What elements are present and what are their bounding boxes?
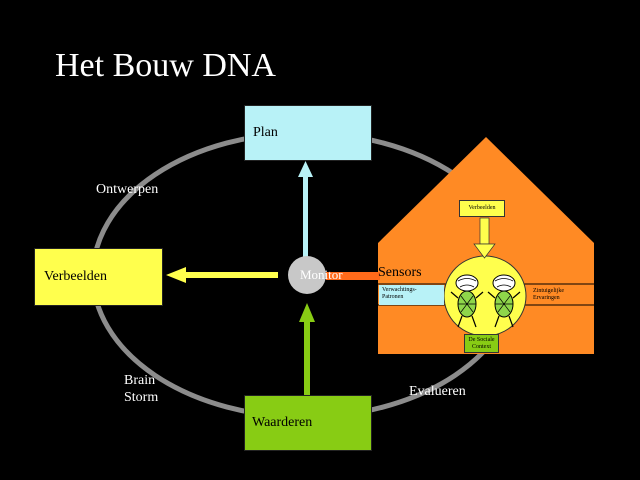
evalueren-label: Evalueren xyxy=(409,384,466,399)
zintuigelijke-label-2: Ervaringen xyxy=(533,295,560,301)
arrow-to-verbeelden-shaft xyxy=(184,272,278,278)
arrow-to-plan-shaft xyxy=(303,176,308,262)
figure-left-icon xyxy=(450,274,484,328)
sociale-label-2: Context xyxy=(472,344,491,350)
arrow-from-sensors xyxy=(326,272,380,280)
house-verbeelden-box: Verbeelden xyxy=(459,200,505,217)
arrow-to-plan-head xyxy=(298,161,313,177)
zintuigelijke-label-1: Zintuigelijke xyxy=(533,288,564,294)
plan-box: Plan xyxy=(244,105,372,161)
slide-title: Het Bouw DNA xyxy=(55,47,276,84)
sociale-context-box: De Sociale Context xyxy=(464,334,499,353)
monitor-circle xyxy=(288,256,326,294)
monitor-label: Monitor xyxy=(300,267,343,282)
verbeelden-box: Verbeelden xyxy=(34,248,163,306)
waarderen-box: Waarderen xyxy=(244,395,372,451)
verbeelden-down-arrow-head xyxy=(473,243,496,259)
sociale-label-1: De Sociale xyxy=(468,337,495,343)
zintuigelijke-text: Zintuigelijke Ervaringen xyxy=(533,288,591,302)
sensors-label: Sensors xyxy=(378,265,422,280)
ontwerpen-label: Ontwerpen xyxy=(96,182,159,197)
house-roof xyxy=(378,137,594,243)
brain-label: Brain xyxy=(124,373,156,388)
verwachtings-label-2: Patronen xyxy=(382,294,404,300)
waarderen-label: Waarderen xyxy=(252,415,313,430)
verwachtings-box: Verwachtings- Patronen xyxy=(379,285,444,305)
plan-label: Plan xyxy=(253,125,278,140)
arrow-to-verbeelden-head xyxy=(166,267,186,283)
house-verbeelden-label: Verbeelden xyxy=(468,205,496,211)
figure-right-icon xyxy=(487,274,521,328)
arrow-from-waarderen-shaft xyxy=(304,320,310,395)
verbeelden-label: Verbeelden xyxy=(44,269,107,284)
storm-label: Storm xyxy=(124,390,159,405)
arrow-from-waarderen-head xyxy=(299,303,315,322)
verwachtings-label-1: Verwachtings- xyxy=(382,287,417,293)
verbeelden-down-arrow-shaft xyxy=(479,217,490,245)
